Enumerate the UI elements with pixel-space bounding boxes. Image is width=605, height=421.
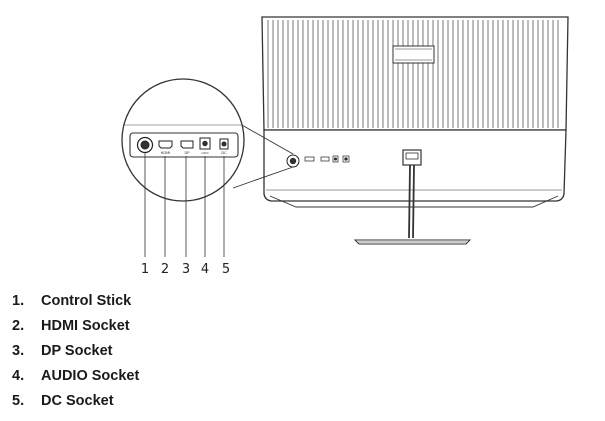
legend-item: 5. DC Socket (0, 389, 300, 414)
legend-number: 3. (12, 343, 25, 359)
monitor-port-row (286, 154, 350, 168)
callout-5: 5 (222, 262, 230, 277)
legend-label: DP Socket (41, 343, 113, 359)
legend-label: Control Stick (41, 293, 132, 309)
legend-item: 4. AUDIO Socket (0, 364, 300, 389)
hdmi-label: HDMI (161, 151, 171, 155)
callout-1: 1 (141, 262, 149, 277)
enlarged-ports: HDMI DP AUDIO DC (136, 136, 229, 155)
legend-list: 1. Control Stick 2. HDMI Socket 3. DP Socke… (0, 289, 300, 414)
legend-item: 2. HDMI Socket (0, 314, 300, 339)
dp-socket: DP (180, 140, 194, 155)
callout-4: 4 (201, 262, 209, 277)
callout-2: 2 (161, 262, 169, 277)
legend-number: 4. (12, 368, 25, 384)
monitor-rear-diagram: HDMI DP AUDIO DC 1 2 3 4 5 (121, 16, 569, 277)
dp-label: DP (185, 151, 191, 155)
audio-socket: AUDIO (199, 137, 211, 155)
callout-numbers: 1 2 3 4 5 (141, 262, 230, 277)
control-stick (136, 136, 154, 154)
legend-number: 2. (12, 318, 25, 334)
callout-3: 3 (182, 262, 190, 277)
legend-label: DC Socket (41, 393, 114, 409)
dc-socket: DC (219, 138, 229, 155)
legend-label: AUDIO Socket (41, 368, 140, 384)
audio-label: AUDIO (201, 152, 208, 155)
dc-label: DC (221, 151, 227, 155)
monitor-stand (353, 149, 472, 245)
vent-grille (267, 20, 559, 128)
legend-number: 1. (12, 293, 25, 309)
center-plate (392, 45, 435, 64)
zoom-callout-lines (232, 119, 294, 189)
hdmi-socket: HDMI (158, 140, 173, 155)
legend-item: 3. DP Socket (0, 339, 300, 364)
legend-item: 1. Control Stick (0, 289, 300, 314)
legend-number: 5. (12, 393, 25, 409)
monitor-back (261, 16, 569, 208)
leader-lines (144, 153, 225, 257)
legend-label: HDMI Socket (41, 318, 130, 334)
